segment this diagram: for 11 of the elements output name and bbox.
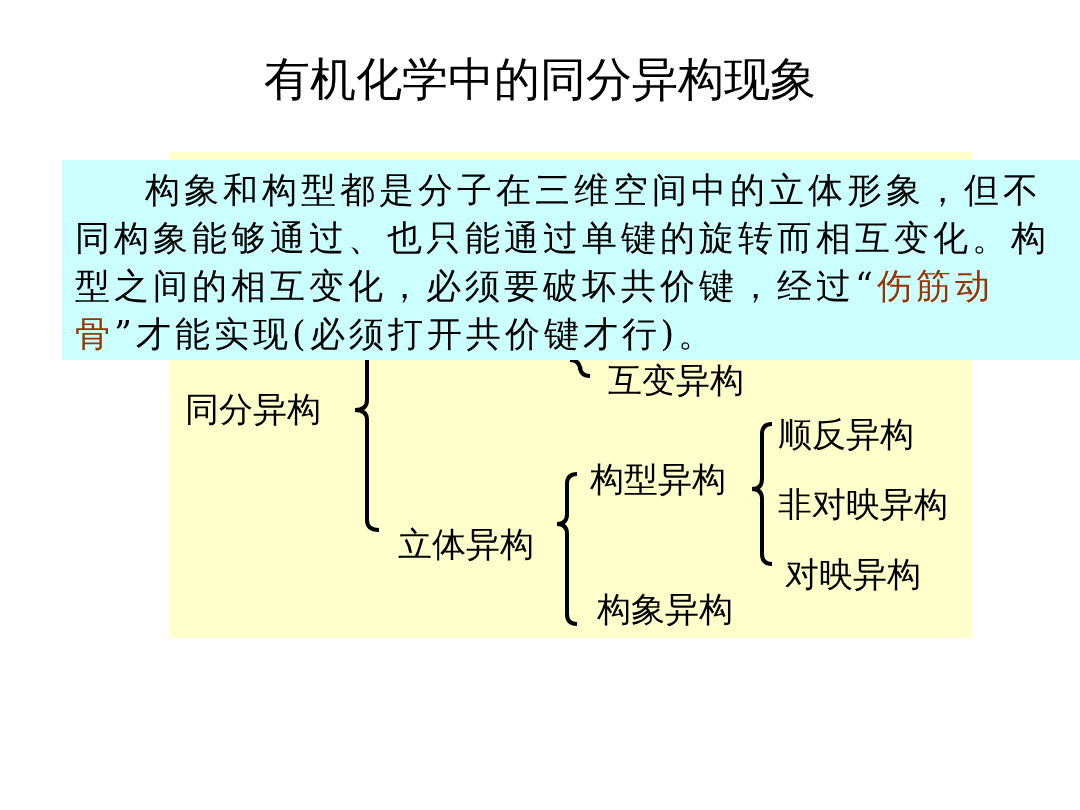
- term-label: 构型异构: [590, 459, 726, 499]
- term-label: 非对映异构: [778, 484, 948, 524]
- term-label: 同分异构: [185, 389, 321, 429]
- term-label: 对映异构: [785, 554, 921, 594]
- panel: [170, 360, 972, 638]
- term-label: 构象异构: [597, 589, 733, 629]
- term-label: 立体异构: [398, 524, 534, 564]
- term-label: 互变异构: [608, 360, 744, 400]
- slide-title: 有机化学中的同分异构现象: [263, 52, 817, 108]
- term-label: 顺反异构: [778, 414, 914, 454]
- paragraph: 构象和构型都是分子在三维空间中的立体形象，但不同构象能够通过、也只能通过单键的旋转而相互变化。构型之间的相互变化，必须要破坏共价键，经过“伤筋动骨”才能实现(必须打开共价键才行)。: [75, 169, 1051, 356]
